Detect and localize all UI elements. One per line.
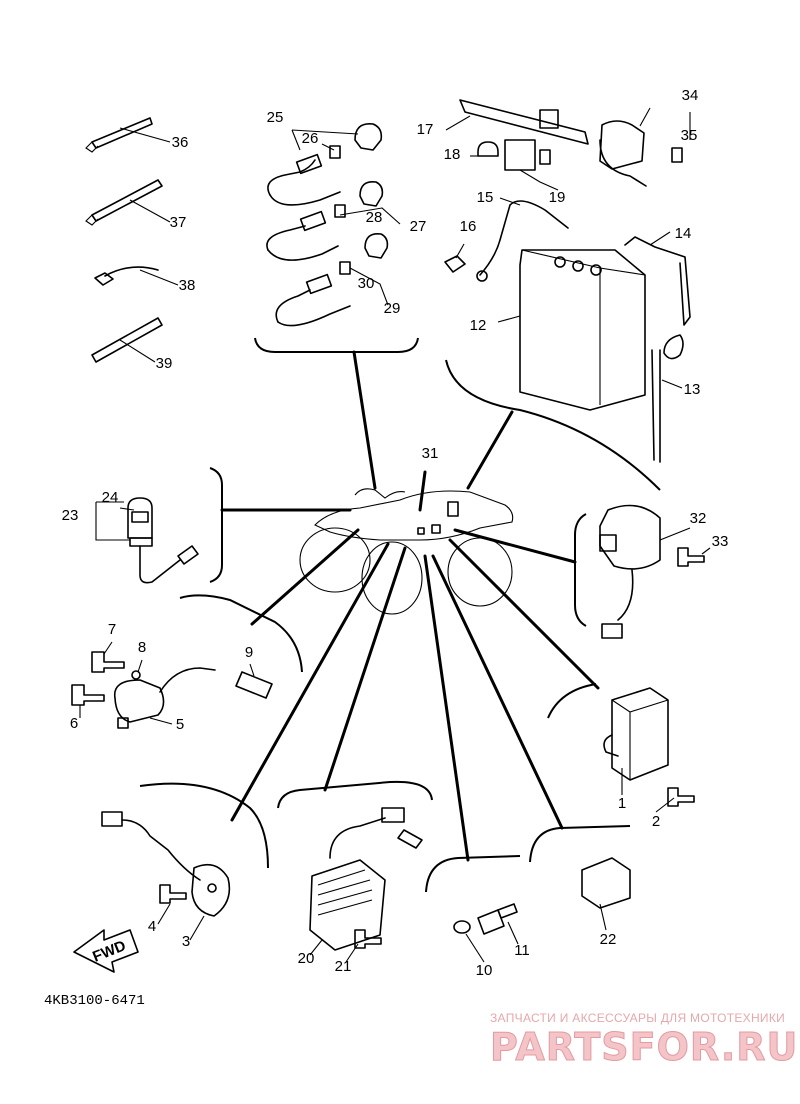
part-label-35: 35	[681, 127, 698, 144]
pointer-lines	[220, 350, 600, 862]
part-label-28: 28	[366, 209, 383, 226]
part-label-37: 37	[170, 214, 187, 231]
plug-caps-and-wires	[266, 123, 401, 327]
rectifier-regulator	[309, 807, 423, 963]
cdi-unit	[603, 687, 695, 813]
part-label-14: 14	[675, 225, 692, 242]
ignition-coil	[71, 641, 273, 729]
part-label-4: 4	[148, 918, 156, 935]
part-label-31: 31	[422, 445, 439, 462]
watermark: ЗАПЧАСТИ И АКСЕССУАРЫ ДЛЯ МОТОТЕХНИКИ PA…	[490, 1011, 798, 1070]
part-label-26: 26	[302, 130, 319, 147]
group-frames	[139, 337, 661, 893]
pickup-coil	[101, 811, 231, 941]
part-label-7: 7	[108, 621, 116, 638]
part-label-13: 13	[684, 381, 701, 398]
fwd-label: FWD	[90, 937, 128, 966]
part-label-32: 32	[690, 510, 707, 527]
part-label-19: 19	[549, 189, 566, 206]
part-label-1: 1	[618, 795, 626, 812]
part-label-3: 3	[182, 933, 190, 950]
watermark-logo: PARTSFOR.RU	[490, 1025, 798, 1069]
part-label-39: 39	[156, 355, 173, 372]
part-label-20: 20	[298, 950, 315, 967]
part-label-29: 29	[384, 300, 401, 317]
vehicle-outline	[299, 488, 514, 615]
part-label-2: 2	[652, 813, 660, 830]
part-label-23: 23	[62, 507, 79, 524]
part-label-34: 34	[682, 87, 699, 104]
part-label-38: 38	[179, 277, 196, 294]
part-label-21: 21	[335, 958, 352, 975]
part-label-11: 11	[514, 942, 530, 959]
main-switch	[95, 497, 199, 584]
watermark-subtitle: ЗАПЧАСТИ И АКСЕССУАРЫ ДЛЯ МОТОТЕХНИКИ	[490, 1011, 785, 1025]
diagram-code: 4KB3100-6471	[44, 993, 145, 1009]
relay-22	[581, 857, 631, 931]
part-label-36: 36	[172, 134, 189, 151]
part-label-16: 16	[460, 218, 477, 235]
part-label-25: 25	[267, 109, 284, 126]
part-label-24: 24	[102, 489, 119, 506]
fwd-arrow: FWD	[73, 929, 139, 973]
part-label-6: 6	[70, 715, 78, 732]
part-label-17: 17	[417, 121, 434, 138]
neutral-switch	[453, 903, 519, 963]
cable-bands	[85, 117, 179, 363]
part-label-30: 30	[358, 275, 375, 292]
part-label-12: 12	[470, 317, 487, 334]
part-label-9: 9	[245, 644, 253, 661]
part-label-5: 5	[176, 716, 184, 733]
part-label-10: 10	[476, 962, 493, 979]
part-label-33: 33	[712, 533, 729, 550]
part-label-15: 15	[477, 189, 494, 206]
battery-assembly	[444, 99, 691, 463]
part-label-18: 18	[444, 146, 461, 163]
part-label-22: 22	[600, 931, 617, 948]
part-label-8: 8	[138, 639, 146, 656]
part-label-27: 27	[410, 218, 427, 235]
starter-relay	[599, 504, 711, 639]
